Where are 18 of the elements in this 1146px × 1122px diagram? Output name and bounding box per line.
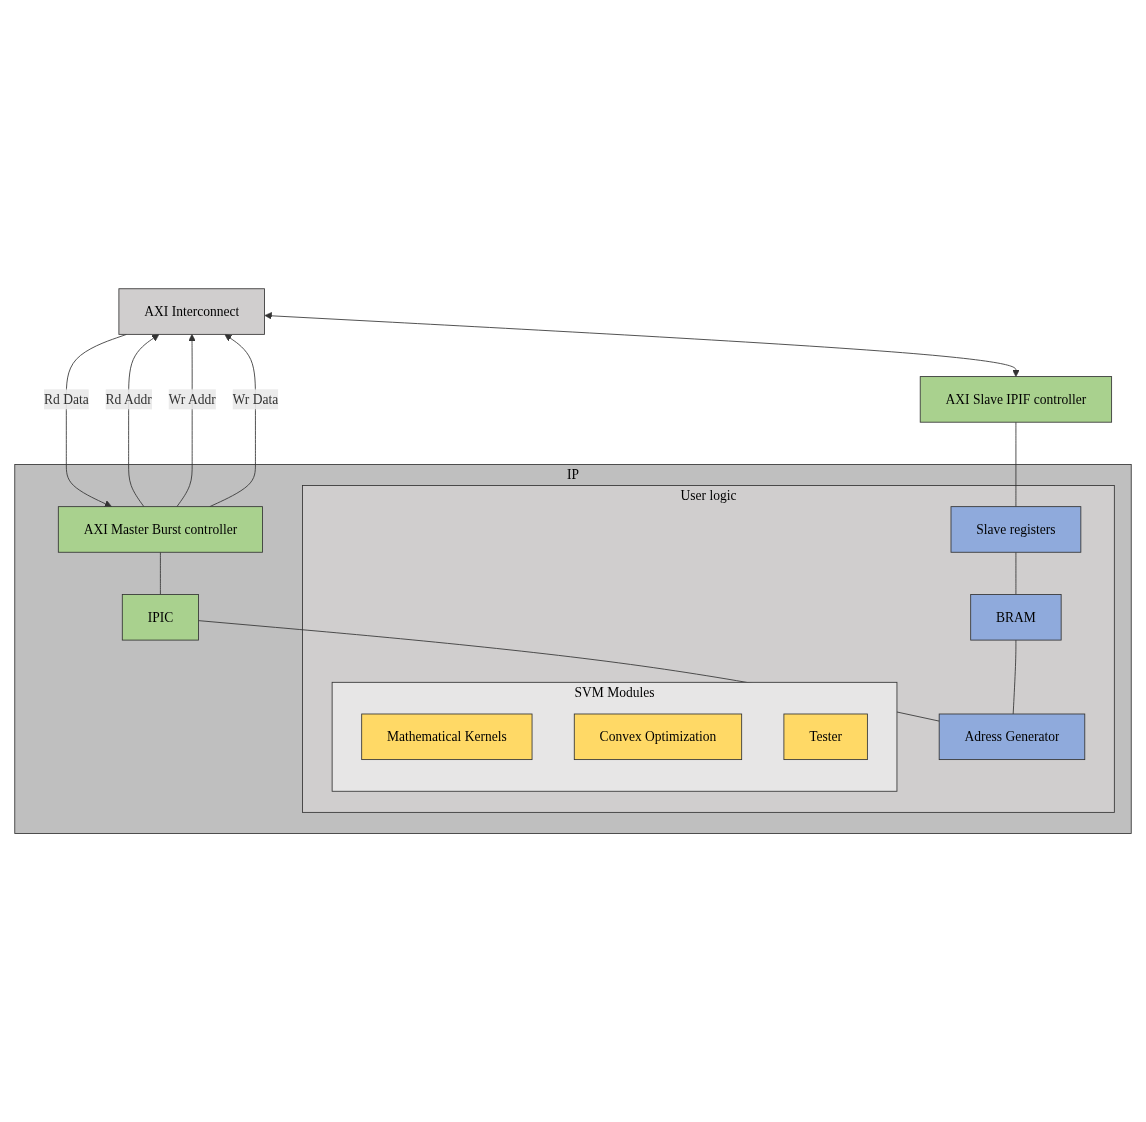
connector	[160, 551, 161, 595]
edge-label: Wr Data	[232, 391, 279, 407]
node-box: Slave registers	[950, 506, 1082, 553]
edge-label: Rd Data	[44, 391, 89, 407]
connector	[1015, 421, 1017, 507]
edge-label: Wr Addr	[168, 391, 216, 407]
edge-label: Rd Addr	[105, 391, 152, 407]
node-box: BRAM	[970, 593, 1062, 641]
node-box: IPIC	[121, 593, 199, 641]
node-box: Tester	[783, 713, 868, 760]
node-box: AXI Master Burst controller	[57, 506, 263, 553]
node-box: Mathematical Kernels	[361, 713, 533, 760]
node-box: Convex Optimization	[573, 713, 743, 760]
node-box: Adress Generator	[938, 713, 1086, 760]
connector	[1015, 551, 1017, 595]
connector	[1012, 639, 1017, 715]
node-box: AXI Slave IPIF controller	[919, 376, 1113, 423]
node-box: AXI Interconnect	[118, 288, 265, 335]
